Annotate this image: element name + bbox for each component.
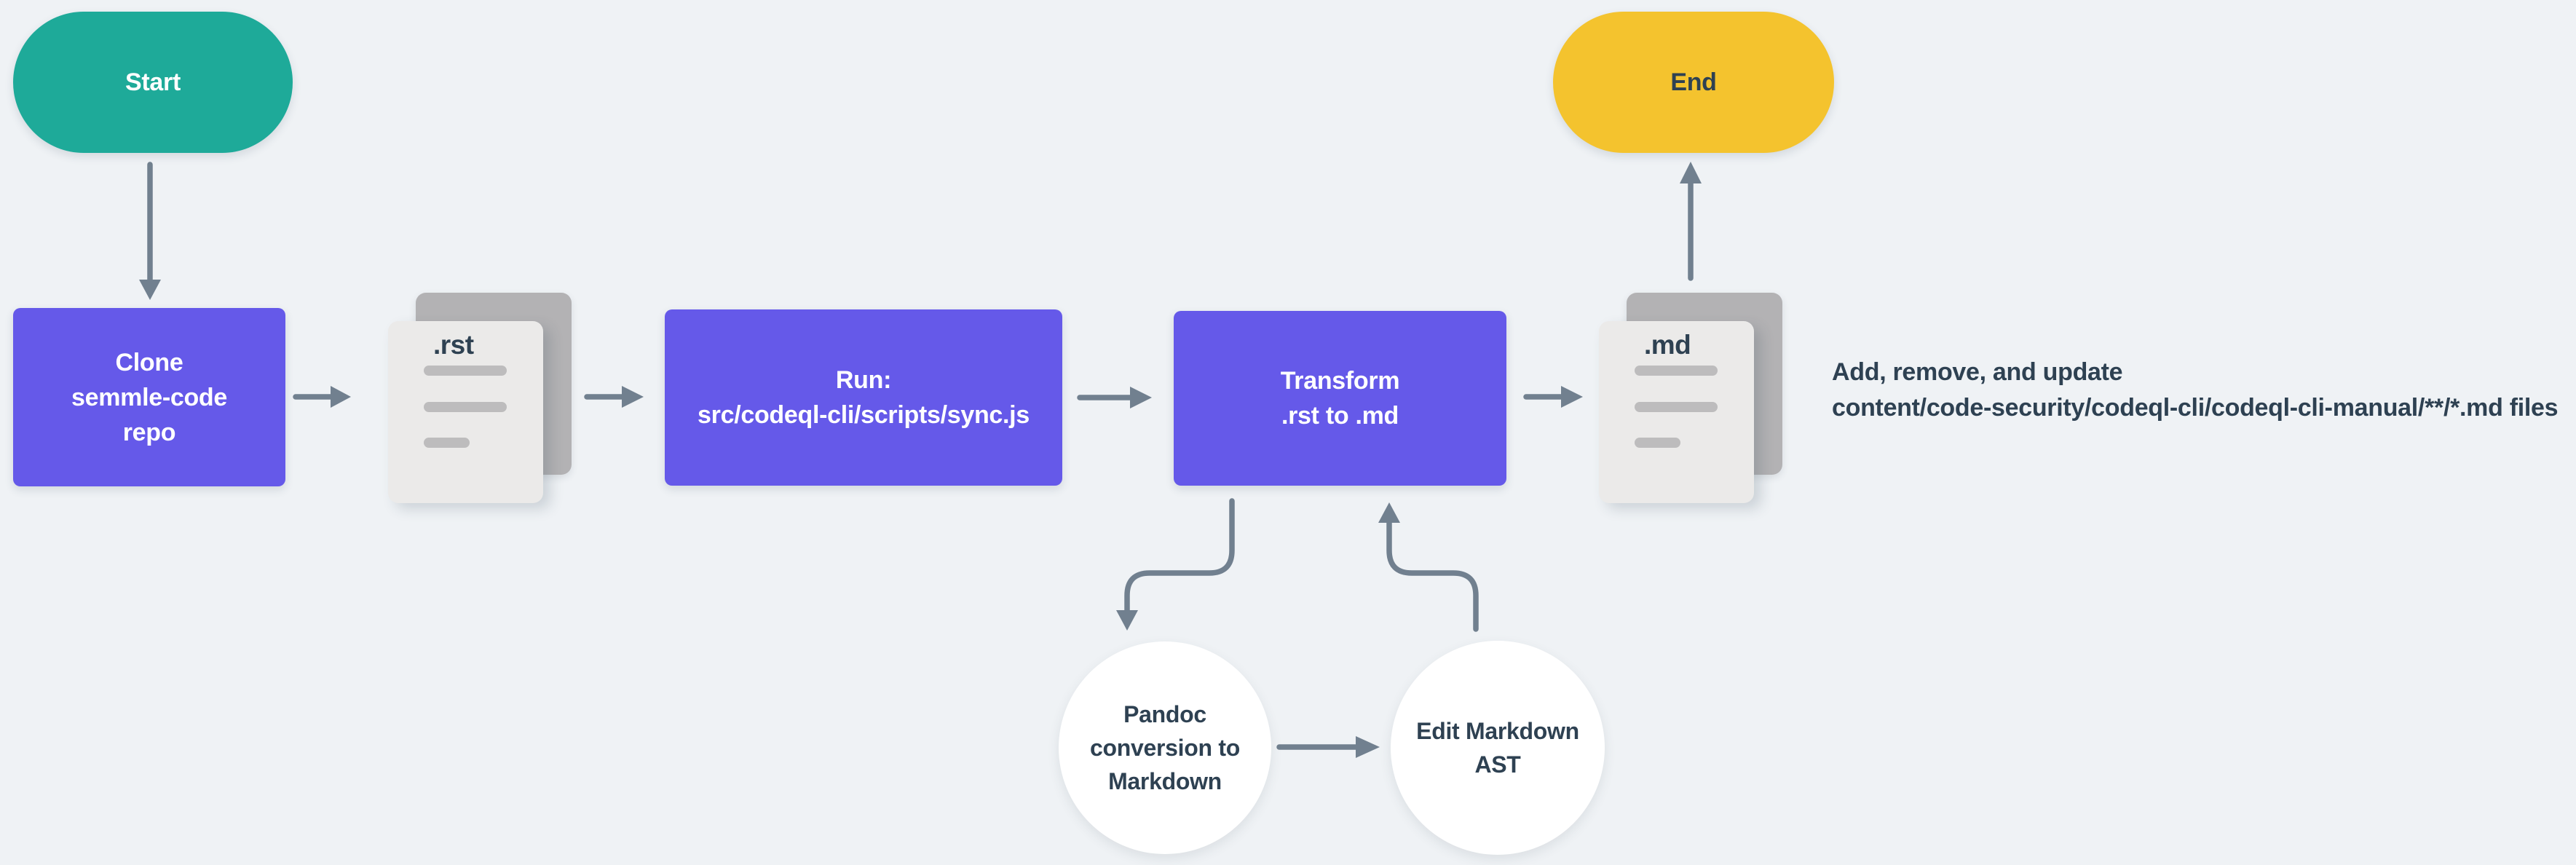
document-text-line: [424, 366, 507, 376]
document-text-line: [424, 438, 470, 448]
clone-repo-line: Clone: [115, 348, 183, 376]
end-node: End: [1553, 12, 1834, 153]
arrow-rst-doc-to-run: [584, 386, 644, 408]
rst-document-label: .rst: [433, 330, 474, 360]
rst-document-front-page: .rst: [388, 321, 543, 503]
arrow-edit-ast-to-transform: [1378, 502, 1479, 632]
end-node-label: End: [1670, 68, 1717, 96]
arrow-pandoc-to-edit-ast: [1276, 736, 1380, 758]
arrow-md-doc-to-end: [1680, 162, 1702, 281]
pandoc-line: conversion to: [1090, 735, 1240, 761]
arrow-transform-to-pandoc: [1116, 498, 1235, 631]
start-node-label: Start: [125, 68, 181, 96]
document-text-line: [1635, 402, 1718, 412]
edit-markdown-ast-node: Edit Markdown AST: [1391, 641, 1605, 855]
transform-node: Transform .rst to .md: [1174, 311, 1506, 486]
edit-ast-line: AST: [1474, 751, 1521, 778]
pandoc-line: Pandoc: [1123, 701, 1206, 727]
run-script-line: src/codeql-cli/scripts/sync.js: [698, 401, 1030, 429]
start-node: Start: [13, 12, 293, 153]
document-text-line: [1635, 438, 1680, 448]
document-text-line: [424, 402, 507, 412]
annotation-line: Add, remove, and update: [1832, 358, 2123, 386]
document-text-line: [1635, 366, 1718, 376]
rst-document-icon: .rst: [388, 293, 574, 504]
arrow-run-to-transform: [1077, 387, 1152, 408]
transform-line: Transform: [1280, 367, 1400, 395]
run-script-node: Run: src/codeql-cli/scripts/sync.js: [665, 309, 1062, 486]
md-document-icon: .md: [1599, 293, 1785, 504]
md-document-label: .md: [1644, 330, 1691, 360]
clone-repo-line: repo: [122, 418, 176, 446]
annotation-line: content/code-security/codeql-cli/codeql-…: [1832, 394, 2559, 422]
arrow-transform-to-md-doc: [1523, 386, 1583, 408]
arrow-start-to-clone: [139, 162, 161, 300]
edit-ast-line: Edit Markdown: [1416, 718, 1579, 744]
arrow-clone-to-rst-doc: [293, 386, 351, 408]
transform-line: .rst to .md: [1281, 402, 1399, 430]
md-document-front-page: .md: [1599, 321, 1754, 503]
clone-repo-node: Clone semmle-code repo: [13, 308, 285, 486]
pandoc-conversion-node: Pandoc conversion to Markdown: [1059, 641, 1271, 854]
output-files-annotation: Add, remove, and update content/code-sec…: [1832, 355, 2559, 426]
clone-repo-line: semmle-code: [71, 383, 227, 411]
run-script-line: Run:: [835, 366, 892, 394]
pandoc-line: Markdown: [1108, 768, 1222, 794]
